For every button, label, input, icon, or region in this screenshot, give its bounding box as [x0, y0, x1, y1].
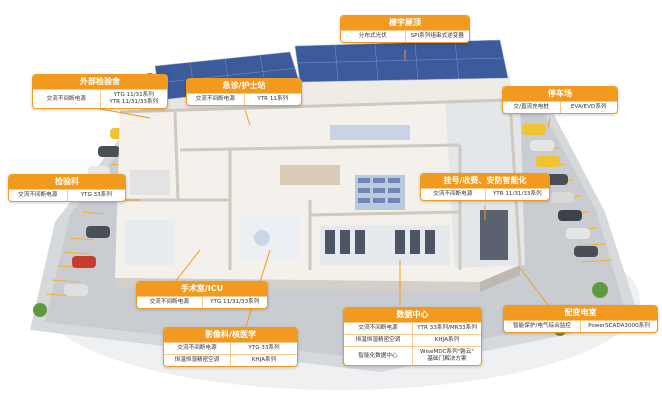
product-category: 恒温恒湿精密空调	[174, 357, 220, 363]
callout-surgery: 手术室/ICU 交流不间断电源 YTG 11/31/33系列	[136, 281, 268, 309]
callout-row: 交流不间断电源 YTG 11/31/33系列	[137, 296, 267, 308]
callout-row: 分布式光伏 SPI系列组串式逆变器	[341, 30, 469, 42]
callout-title: 急诊/护士站	[187, 79, 301, 93]
product-category: 交/直流充电桩	[513, 104, 549, 110]
product-category: 交流不间断电源	[18, 192, 58, 198]
product-category: 分布式光伏	[358, 33, 387, 39]
product-category: 交流不间断电源	[433, 191, 473, 197]
callout-title: 数据中心	[344, 308, 481, 322]
product-series: YTR 11/31/33系列	[484, 189, 550, 200]
product-category: 交流不间断电源	[195, 96, 235, 102]
callout-imaging: 影像科/核医学 交流不间断电源 YTG 33系列 恒温恒湿精密空调 KHJA系列	[163, 327, 298, 367]
product-category: 交流不间断电源	[46, 95, 86, 102]
callout-external-lab: 外部检验舍 交流不间断电源 YTG 11/31系列 YTR 11/31/33系列	[32, 74, 168, 109]
callout-lab: 检验科 交流不间断电源 YTG 33系列	[8, 174, 126, 202]
callout-row: 交流不间断电源 YTG 33系列	[9, 189, 125, 201]
product-category: 交流不间断电源	[149, 299, 189, 305]
product-category: 智能化数据中心	[358, 352, 398, 359]
callout-parking: 停车场 交/直流充电桩 EVA/EVD系列	[502, 86, 618, 114]
room-furniture	[125, 125, 508, 265]
callout-title: 停车场	[503, 87, 617, 101]
callout-title: 挂号/收费、安防智能化	[421, 174, 549, 188]
product-series: YTR 11系列	[243, 94, 302, 105]
product-series: YTR 33系列/MR33系列	[412, 323, 481, 334]
product-series: KHJA系列	[412, 335, 481, 346]
product-series: KHJA系列	[230, 355, 297, 366]
product-series: PowerSCADA3000系列	[580, 321, 657, 332]
callout-data-center: 数据中心 交流不间断电源 YTR 33系列/MR33系列 恒温恒湿精密空调 KH…	[343, 307, 482, 366]
callout-row: 智能化数据中心 WiseMDC系列"磐云" 基础门解决方案	[344, 346, 481, 365]
product-series: SPI系列组串式逆变器	[404, 31, 470, 42]
callout-title: 检验科	[9, 175, 125, 189]
product-category: 智能保护/电气综合监控	[513, 323, 571, 329]
product-series: YTG 33系列	[66, 190, 126, 201]
product-series: YTG 33系列	[230, 343, 297, 354]
callout-title: 影像科/核医学	[164, 328, 297, 342]
callout-row: 恒温恒湿精密空调 KHJA系列	[164, 354, 297, 366]
callout-registration: 挂号/收费、安防智能化 交流不间断电源 YTR 11/31/33系列	[420, 173, 550, 201]
product-category: 交流不间断电源	[177, 345, 217, 351]
product-category: 交流不间断电源	[358, 325, 398, 331]
parked-cars-right	[522, 124, 598, 257]
callout-title: 外部检验舍	[33, 75, 167, 89]
callout-row: 恒温恒湿精密空调 KHJA系列	[344, 334, 481, 346]
callout-row: 交流不间断电源 YTR 11系列	[187, 93, 301, 105]
callout-power-room: 配变电室 智能保护/电气综合监控 PowerSCADA3000系列	[503, 305, 658, 333]
callout-rooftop: 楼宇屋顶 分布式光伏 SPI系列组串式逆变器	[340, 15, 470, 43]
callout-row: 交流不间断电源 YTR 11/31/33系列	[421, 188, 549, 200]
callout-title: 配变电室	[504, 306, 657, 320]
product-series: WiseMDC系列"磐云" 基础门解决方案	[412, 347, 481, 365]
callout-row: 交/直流充电桩 EVA/EVD系列	[503, 101, 617, 113]
callout-row: 智能保护/电气综合监控 PowerSCADA3000系列	[504, 320, 657, 332]
callout-title: 手术室/ICU	[137, 282, 267, 296]
callout-row: 交流不间断电源 YTR 33系列/MR33系列	[344, 322, 481, 334]
product-series: YTG 11/31/33系列	[201, 297, 268, 308]
callout-row: 交流不间断电源 YTG 11/31系列 YTR 11/31/33系列	[33, 89, 167, 108]
product-series: EVA/EVD系列	[559, 102, 618, 113]
callout-row: 交流不间断电源 YTG 33系列	[164, 342, 297, 354]
callout-title: 楼宇屋顶	[341, 16, 469, 30]
product-series: YTG 11/31系列 YTR 11/31/33系列	[99, 90, 168, 108]
callout-emergency: 急诊/护士站 交流不间断电源 YTR 11系列	[186, 78, 302, 106]
product-category: 恒温恒湿精密空调	[355, 337, 401, 343]
